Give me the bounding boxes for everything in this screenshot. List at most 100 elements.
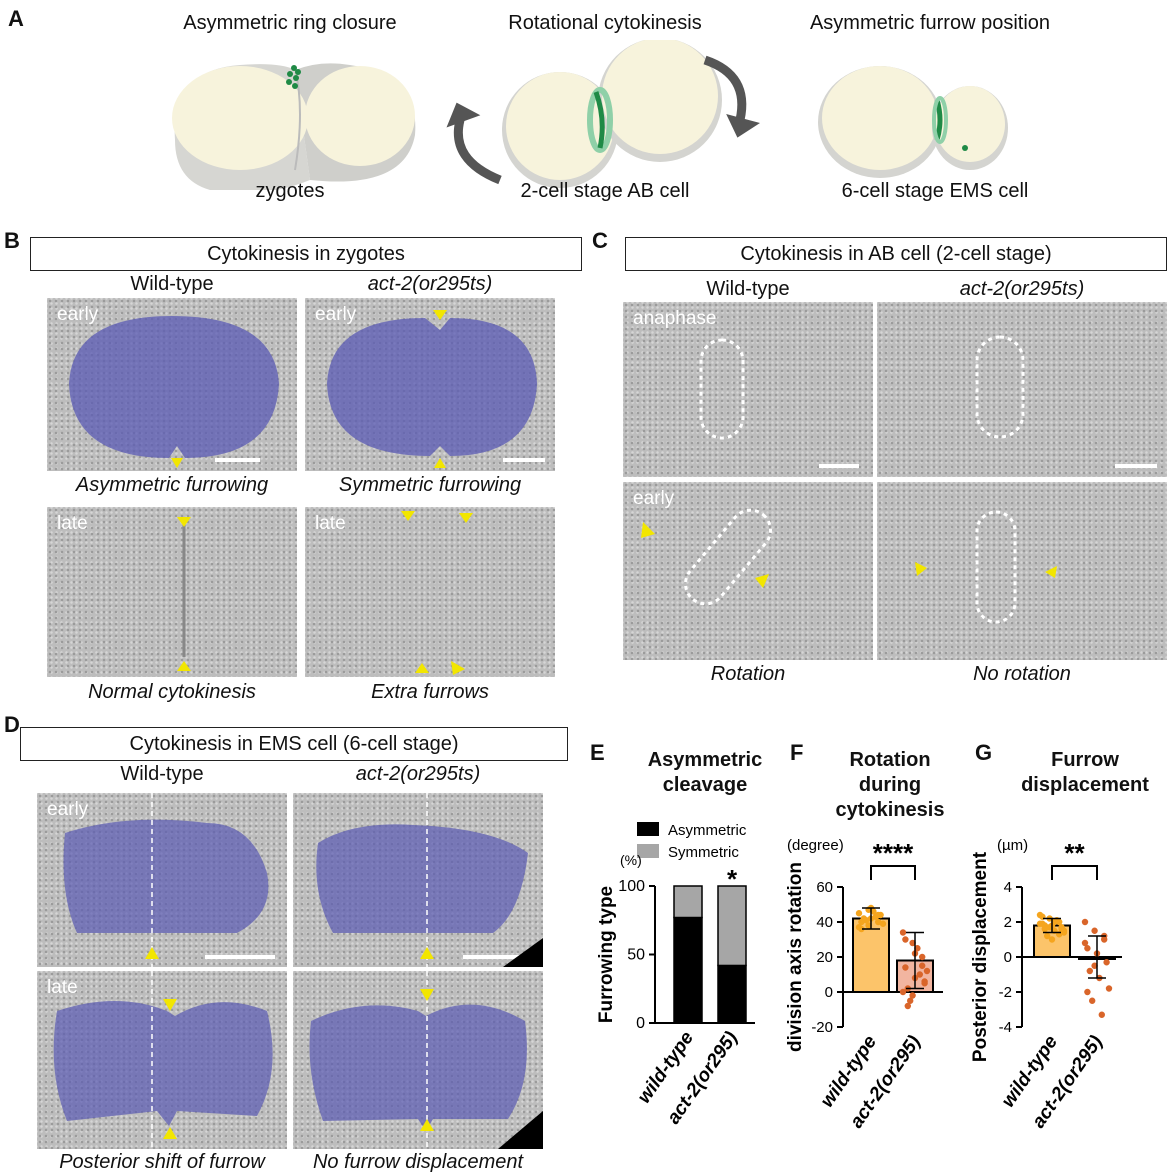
- b-image-wt-late: late: [47, 507, 297, 677]
- d-caption-right: No furrow displacement: [312, 1151, 524, 1173]
- d-col1-header: Wild-type: [120, 763, 204, 785]
- y-tick-label-0: 0: [636, 1015, 645, 1032]
- point-1-5: [1103, 959, 1110, 966]
- e-title-line2: cleavage: [662, 774, 748, 796]
- point-0-17: [1041, 922, 1048, 929]
- point-0-7: [870, 908, 877, 915]
- point-1-14: [1084, 988, 1091, 996]
- f-title-line1: Rotation: [849, 749, 931, 771]
- a-title-3: Asymmetric furrow position: [809, 12, 1051, 34]
- e-title: Asymmetric cleavage: [630, 748, 780, 798]
- y-tick-label-1: 50: [627, 947, 645, 964]
- c-tag-anaphase: anaphase: [633, 308, 717, 329]
- chart-f: (degree)division axis rotation-200204060…: [785, 837, 943, 1132]
- b-tag-late-2: late: [315, 513, 346, 534]
- g-title-line2: displacement: [1021, 774, 1149, 796]
- d-image-wt-late: late: [37, 971, 287, 1149]
- d-caption-left: Posterior shift of furrow: [59, 1151, 265, 1173]
- point-0-8: [879, 920, 887, 927]
- d-tag-late: late: [47, 977, 78, 998]
- point-0-18: [1051, 918, 1058, 926]
- f-title: Rotation during cytokinesis: [820, 748, 960, 823]
- a-title-1: Asymmetric ring closure: [183, 12, 397, 34]
- point-1-10: [916, 971, 923, 978]
- point-1-17: [904, 1002, 911, 1010]
- point-1-9: [907, 997, 914, 1004]
- a-caption-1: zygotes: [255, 180, 325, 202]
- panel-label-d: D: [4, 712, 20, 737]
- point-0-15: [1048, 936, 1056, 943]
- zygote-schematic: [172, 63, 416, 190]
- significance-bracket: [1051, 865, 1098, 880]
- point-1-3: [902, 964, 909, 971]
- b-col1-header: Wild-type: [130, 273, 214, 295]
- significance-bracket: [870, 865, 916, 880]
- y-tick-label-1: -2: [999, 984, 1012, 1001]
- d-title-box: Cytokinesis in EMS cell (6-cell stage): [20, 727, 568, 761]
- point-0-14: [858, 918, 865, 926]
- c-caption-left: Rotation: [710, 663, 786, 685]
- b-col2-header: act-2(or295ts): [367, 273, 493, 295]
- g-title: Furrow displacement: [1010, 748, 1160, 798]
- y-tick-label-0: -4: [999, 1019, 1012, 1036]
- point-0-11: [855, 924, 863, 931]
- point-1-1: [1091, 927, 1098, 934]
- y-tick-label-1: 0: [825, 984, 833, 1001]
- y-tick-label-2: 20: [816, 949, 833, 966]
- y-axis-label: Furrowing type: [596, 886, 617, 1023]
- point-1-9: [1089, 997, 1096, 1004]
- point-1-10: [1098, 1011, 1105, 1018]
- point-1-11: [899, 988, 907, 996]
- b-caption-tr: Symmetric furrowing: [338, 474, 522, 496]
- point-0-11: [1036, 920, 1044, 927]
- y-axis-label: division axis rotation: [785, 862, 806, 1052]
- point-1-0: [899, 929, 907, 936]
- point-1-16: [921, 978, 928, 985]
- c-col2-header: act-2(or295ts): [959, 278, 1085, 300]
- b-title-box: Cytokinesis in zygotes: [30, 237, 582, 271]
- significance-marker: **: [1064, 838, 1085, 868]
- d-image-mut-late: [293, 971, 543, 1149]
- d-tag-early: early: [47, 799, 89, 820]
- ems-cell-schematic: [818, 66, 1008, 178]
- y-tick-label-2: 100: [618, 878, 645, 895]
- point-0-9: [863, 917, 870, 924]
- point-1-7: [914, 945, 921, 952]
- point-0-1: [865, 922, 872, 929]
- b-tag-late-1: late: [57, 513, 88, 534]
- d-col2-header: act-2(or295ts): [355, 763, 481, 785]
- d-image-mut-early: [293, 793, 543, 967]
- panel-label-g: G: [975, 740, 993, 765]
- c-image-wt-anaphase: anaphase: [623, 302, 873, 477]
- y-tick-label-3: 40: [816, 914, 833, 931]
- point-0-0: [855, 910, 863, 917]
- bar-asymmetric-0: [673, 916, 703, 1024]
- point-1-3: [1084, 945, 1091, 952]
- b-image-wt-early: early: [47, 298, 297, 471]
- point-1-1: [909, 939, 916, 947]
- e-title-line1: Asymmetric: [647, 749, 763, 771]
- b-image-mut-late: late: [305, 507, 555, 677]
- panel-label-a: A: [8, 6, 24, 31]
- y-tick-label-2: 0: [1004, 949, 1012, 966]
- panel-label-b: B: [4, 228, 20, 253]
- y-unit-label: (µm): [997, 837, 1028, 854]
- point-1-14: [902, 936, 909, 943]
- c-col1-header: Wild-type: [706, 278, 790, 300]
- point-0-12: [1046, 924, 1053, 931]
- b-tag-early-1: early: [57, 304, 99, 325]
- point-0-13: [875, 911, 882, 919]
- point-0-9: [1044, 932, 1051, 940]
- a-caption-2: 2-cell stage AB cell: [520, 180, 690, 202]
- b-tag-early-2: early: [315, 304, 357, 325]
- point-0-19: [1060, 927, 1068, 934]
- a-title-2: Rotational cytokinesis: [508, 12, 702, 34]
- y-tick-label-3: 2: [1004, 914, 1012, 931]
- a-caption-3: 6-cell stage EMS cell: [841, 180, 1029, 202]
- legend-label-0: Asymmetric: [668, 822, 747, 839]
- bar-symmetric-1: [717, 885, 747, 967]
- y-tick-label-4: 60: [816, 879, 833, 896]
- f-title-line3: cytokinesis: [835, 799, 945, 821]
- legend-swatch-0: [637, 822, 659, 836]
